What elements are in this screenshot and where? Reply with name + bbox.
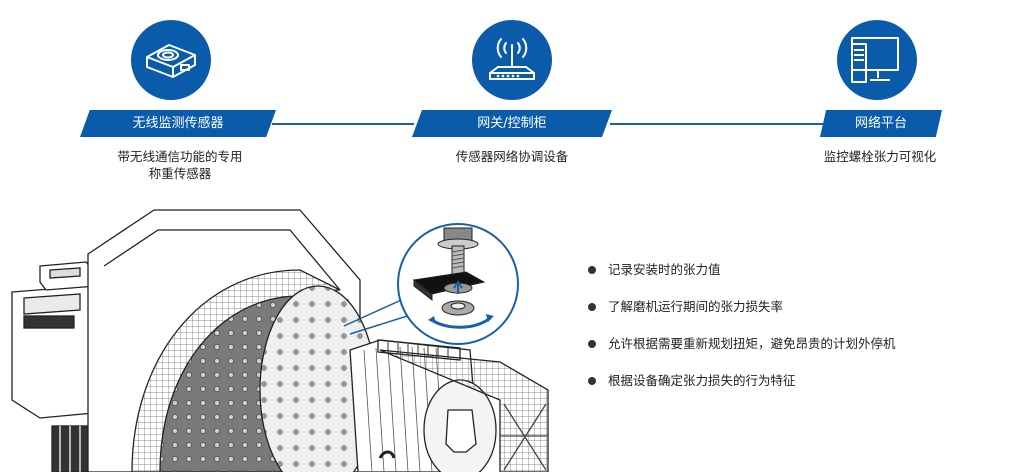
step-2-tab: 网关/控制柜 (412, 110, 612, 137)
router-icon (489, 38, 535, 80)
step-3-circle (837, 20, 917, 100)
step-2-desc: 传感器网络协调设备 (422, 148, 602, 165)
step-1-circle (131, 20, 211, 100)
feature-text: 记录安装时的张力值 (608, 262, 721, 277)
feature-item: 允许根据需要重新规划扭矩，避免昂贵的计划外停机 (588, 336, 896, 373)
feature-text: 允许根据需要重新规划扭矩，避免昂贵的计划外停机 (608, 336, 896, 351)
feature-item: 根据设备确定张力损失的行为特征 (588, 373, 896, 410)
step-3-tab: 网络平台 (820, 110, 942, 137)
upward-arrow (453, 280, 463, 294)
feature-text: 了解磨机运行期间的张力损失率 (608, 299, 784, 314)
callout-line (343, 295, 411, 327)
feature-item: 记录安装时的张力值 (588, 262, 896, 299)
ball-mill-illustration (11, 209, 549, 472)
bullet-icon (588, 303, 596, 311)
monitor-platform-icon (851, 37, 899, 83)
feature-list: 记录安装时的张力值 了解磨机运行期间的张力损失率 允许根据需要重新规划扭矩，避免… (588, 262, 896, 410)
step-1-desc-line-2: 称重传感器 (148, 166, 212, 181)
bullet-icon (588, 377, 596, 385)
feature-item: 了解磨机运行期间的张力损失率 (588, 299, 896, 336)
platform (379, 349, 549, 472)
bullet-icon (588, 340, 596, 348)
step-3-desc-line-1: 监控螺栓张力可视化 (823, 149, 937, 164)
bolt-sensor-callout (397, 223, 519, 345)
gearbox-grille (51, 425, 93, 472)
flow-line-1 (272, 123, 414, 125)
step-2-circle (472, 20, 552, 100)
step-1-tab: 无线监测传感器 (80, 110, 276, 137)
step-3-desc: 监控螺栓张力可视化 (800, 148, 960, 165)
rotation-arrow (431, 316, 491, 329)
step-2-desc-line-1: 传感器网络协调设备 (455, 149, 569, 164)
wireless-sensor-icon (146, 44, 196, 78)
feature-text: 根据设备确定张力损失的行为特征 (608, 373, 796, 388)
gearbox-vent (23, 315, 75, 329)
step-1-desc-line-1: 带无线通信功能的专用 (117, 149, 243, 164)
bullet-icon (588, 266, 596, 274)
flow-line-2 (610, 123, 824, 125)
step-1-desc: 带无线通信功能的专用 称重传感器 (92, 148, 268, 182)
railing (377, 339, 461, 361)
